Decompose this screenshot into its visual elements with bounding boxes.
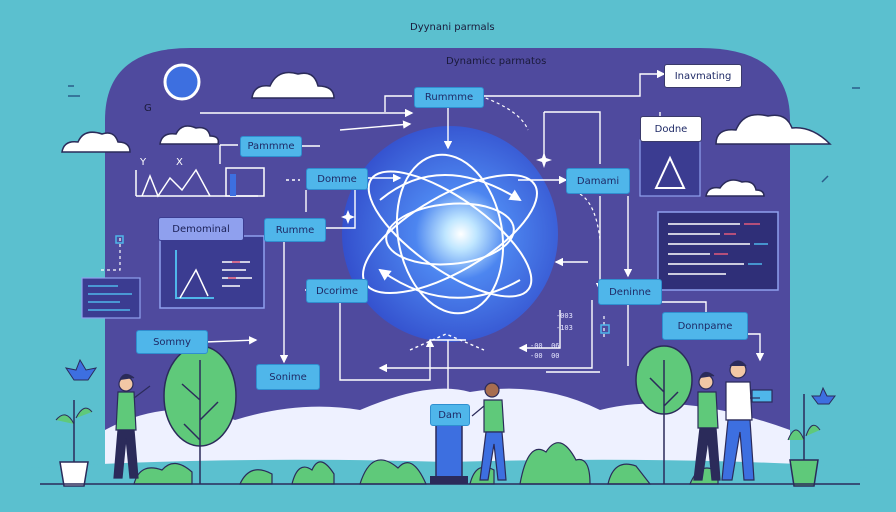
person-center: [471, 382, 507, 481]
node-deninne[interactable]: Deninne: [598, 279, 662, 305]
left-code-panel: [81, 277, 141, 319]
person-left: [113, 373, 151, 479]
mini-line-chart: [135, 167, 265, 198]
sun-icon: [163, 63, 201, 101]
number-readout-1: -003: [556, 312, 573, 320]
node-pammme[interactable]: Pammme: [240, 136, 302, 157]
node-sonime[interactable]: Sonime: [256, 364, 320, 390]
axis-label-y: Y: [140, 157, 147, 168]
bushes: [133, 442, 719, 485]
small-node-icon: [115, 235, 124, 244]
person-right-man: [721, 360, 773, 481]
tree-right: [635, 345, 693, 484]
triangle-panel: [639, 139, 701, 197]
node-rumme[interactable]: Rumme: [264, 218, 326, 242]
node-inavmating[interactable]: Inavmating: [664, 64, 742, 88]
node-dam[interactable]: Dam: [430, 404, 470, 426]
right-code-panel: [657, 211, 779, 291]
dashed-curves: [100, 95, 605, 340]
number-readout-2: -103: [556, 324, 573, 332]
small-node-icon: [600, 324, 610, 334]
left-chart-panel: [159, 235, 265, 309]
node-rummme[interactable]: Rummme: [414, 87, 484, 108]
plant-pot-left: [55, 358, 98, 487]
node-domme[interactable]: Domme: [306, 168, 368, 190]
node-donnpame[interactable]: Donnpame: [662, 312, 748, 340]
plant-pot-right: [787, 386, 836, 487]
number-readout-3: -00 06: [530, 342, 560, 350]
cloud-icon: [61, 71, 832, 197]
person-right-woman: [693, 371, 721, 481]
diagram-subtitle: Dynamicc parmatos: [446, 56, 547, 67]
diagram-title: Dyynani parmals: [410, 22, 495, 33]
axis-label-x: X: [176, 157, 183, 168]
node-demominal[interactable]: Demominal: [158, 217, 244, 241]
number-readout-4: -00 00: [530, 352, 560, 360]
central-orb: [342, 126, 558, 342]
background-marks: [68, 85, 860, 183]
sparkle-icon: [341, 152, 552, 224]
node-sommy[interactable]: Sommy: [136, 330, 208, 354]
node-dcorime[interactable]: Dcorime: [306, 279, 368, 303]
node-dodne[interactable]: Dodne: [640, 116, 702, 142]
node-damami[interactable]: Damami: [566, 168, 630, 194]
axis-label-g: G: [144, 103, 152, 114]
